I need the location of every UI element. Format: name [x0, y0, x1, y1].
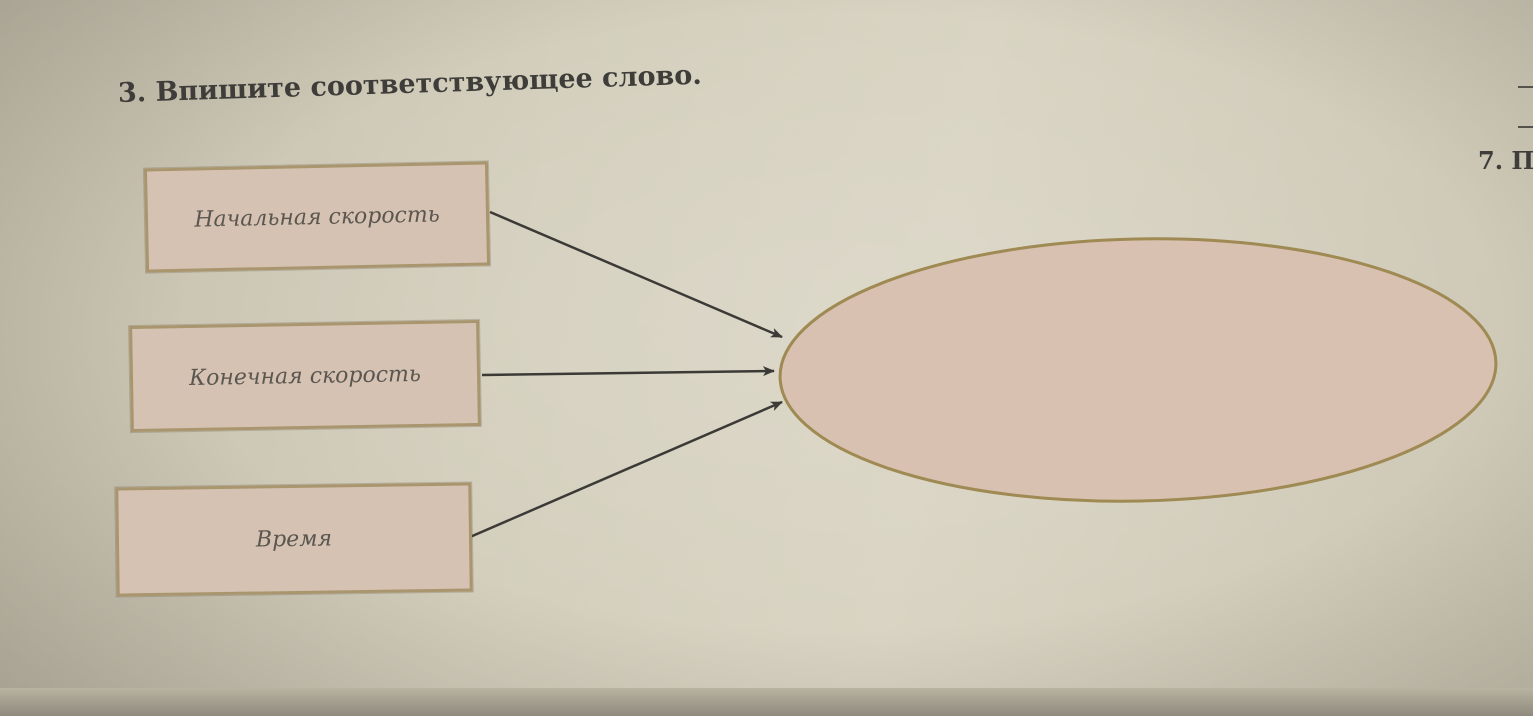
- answer-ellipse[interactable]: [777, 232, 1498, 509]
- arrow-initial-velocity: [489, 210, 783, 339]
- page-bottom-edge: [0, 688, 1533, 716]
- margin-line: [1518, 86, 1533, 88]
- box-label: Начальная скорость: [194, 201, 440, 233]
- box-label: Конечная скорость: [188, 361, 422, 391]
- arrow-final-velocity: [481, 366, 775, 377]
- box-final-velocity: Конечная скорость: [129, 319, 481, 433]
- box-label: Время: [255, 526, 333, 553]
- next-task-number: 7. П: [1478, 146, 1533, 175]
- arrow-time: [469, 400, 783, 539]
- box-time: Время: [115, 482, 473, 597]
- margin-line: [1518, 126, 1533, 128]
- box-initial-velocity: Начальная скорость: [143, 161, 491, 273]
